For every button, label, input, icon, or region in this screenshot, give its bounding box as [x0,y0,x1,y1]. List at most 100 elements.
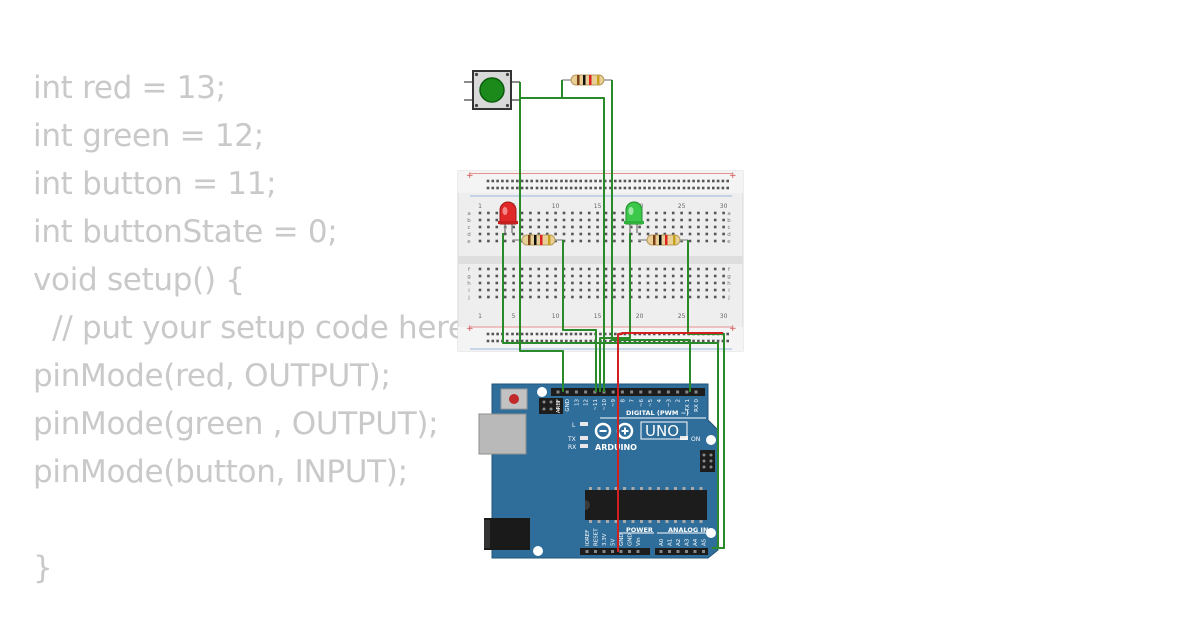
column-label: 5 [512,313,516,320]
breadboard-hole [604,225,608,229]
rail-hole [545,332,548,336]
breadboard-hole [621,218,625,222]
button-corner [474,72,479,77]
power-pin[interactable] [602,550,606,553]
power-pin[interactable] [594,550,597,553]
breadboard-hole [537,225,541,229]
power-pin[interactable] [611,550,614,553]
power-pin[interactable] [636,550,640,553]
header-pin[interactable] [648,390,652,394]
breadboard-hole [596,225,599,229]
resistor-band [577,75,580,85]
breadboard-hole [487,232,490,236]
power-header [580,548,650,555]
rail-hole [707,186,710,190]
power-pin[interactable] [628,550,631,553]
analog-pin[interactable] [676,550,680,553]
analog-pin[interactable] [659,550,663,553]
rail-hole [486,186,490,190]
reset-button-cap[interactable] [509,394,519,404]
rail-hole [643,179,646,183]
breadboard-hole [713,281,717,285]
pushbutton[interactable] [464,70,520,110]
row-label: e [467,239,471,245]
button-corner [505,72,510,77]
digital-pin-label: 7 [630,399,636,403]
rail-hole [574,186,578,190]
header-pin[interactable] [611,390,615,394]
header-pin[interactable] [584,390,588,394]
header-pin[interactable] [685,390,689,394]
breadboard-hole [495,267,499,271]
breadboard-hole [579,274,583,278]
rail-hole [545,186,548,190]
breadboard-hole [495,211,499,215]
breadboard-hole [545,288,549,292]
header-pin[interactable] [630,390,634,394]
rail-hole [594,179,597,183]
rail-hole [658,186,661,190]
analog-pin[interactable] [668,550,671,553]
row-label: a [467,211,470,217]
header-pin[interactable] [694,390,698,394]
rail-hole [599,332,602,336]
breadboard-hole [671,295,675,299]
breadboard-hole [688,225,692,229]
rail-hole [569,186,573,190]
breadboard-hole [697,288,700,292]
row-label: f [468,267,471,273]
header-pin[interactable] [639,390,643,394]
resistor-band [673,235,676,245]
resistor-red-led [513,234,563,246]
analog-pin[interactable] [693,550,697,553]
breadboard-hole [562,211,566,215]
breadboard-hole [621,232,625,236]
rail-hole [707,339,710,343]
header-pin[interactable] [556,390,560,394]
header-pin[interactable] [676,390,680,394]
breadboard-hole [596,232,599,236]
header-pin[interactable] [666,390,670,394]
breadboard-hole [613,218,616,222]
breadboard-hole [680,211,683,215]
breadboard-hole [537,281,541,285]
chip-pin [631,487,635,490]
rail-hole [540,179,544,183]
analog-pin-label: A3 [685,538,691,546]
breadboard-hole [604,274,608,278]
breadboard-hole [705,281,709,285]
resistor-band [589,75,592,85]
power-pin[interactable] [619,550,623,553]
breadboard-hole [629,274,633,278]
analog-pin[interactable] [702,550,705,553]
icsp-pin [542,400,546,404]
analog-pin[interactable] [685,550,688,553]
breadboard-hole [512,295,515,299]
rail-hole [540,339,544,343]
breadboard-hole [579,225,583,229]
breadboard-hole [713,274,717,278]
chip-pin [589,487,592,490]
chip-pin [657,487,660,490]
header-pin[interactable] [574,390,578,394]
breadboard-hole [487,295,490,299]
breadboard-hole [688,218,692,222]
button-corner [474,103,479,108]
header-pin[interactable] [657,390,661,394]
breadboard-hole [587,239,591,243]
breadboard-hole [697,295,700,299]
breadboard-hole [663,232,667,236]
chip-pin [648,520,652,523]
button-cap[interactable] [479,77,505,103]
header-pin[interactable] [593,390,597,394]
header-pin[interactable] [565,390,569,394]
header-pin[interactable] [620,390,624,394]
power-pin[interactable] [585,550,589,553]
breadboard-hole [613,232,616,236]
power-jack [484,518,530,550]
breadboard-hole [713,295,717,299]
breadboard-hole [671,225,675,229]
breadboard-hole [604,232,608,236]
breadboard-hole [621,211,625,215]
breadboard-hole [596,288,599,292]
